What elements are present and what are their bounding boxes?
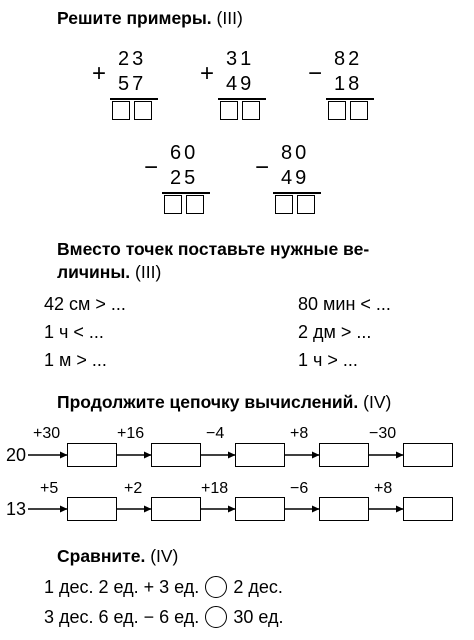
chain-1-op-1: +30 [33, 425, 61, 442]
answer-box-tens[interactable] [164, 195, 182, 214]
answer-box-tens[interactable] [275, 195, 293, 214]
fill-left-2: 1 ч < ... [44, 322, 104, 342]
answer-box-tens[interactable] [328, 101, 346, 120]
section-3-level: (IV) [363, 392, 392, 412]
second-number: 49 [281, 167, 310, 189]
operator: + [92, 60, 107, 87]
second-number: 49 [226, 73, 255, 95]
chain-1-op-4: +8 [290, 425, 309, 442]
first-number: 82 [334, 48, 363, 70]
chain-2-start: 13 [6, 499, 27, 519]
chain-2-op-2: +2 [124, 480, 143, 497]
sum-line [218, 98, 266, 100]
answer-box-units[interactable] [297, 195, 315, 214]
chain-2-box-5[interactable] [403, 497, 453, 521]
chain-1-op-2: +16 [117, 425, 145, 442]
fill-left-1: 42 см > ... [44, 294, 126, 314]
answer-box-tens[interactable] [220, 101, 238, 120]
compare-row-2: 3 дес. 6 ед. − 6 ед. 30 ед. [44, 605, 283, 629]
section-3-title: Продолжите цепочку вычислений. [57, 392, 359, 412]
compare-1-right: 2 дес. [233, 577, 283, 597]
difference-line [273, 192, 321, 194]
compare-1-circle[interactable] [205, 576, 228, 598]
section-2-heading-line-2: личины. (III) [57, 261, 161, 283]
second-number: 18 [334, 73, 363, 95]
compare-2-right: 30 ед. [233, 607, 284, 627]
chain-2-box-2[interactable] [151, 497, 201, 521]
chain-1-box-1[interactable] [67, 443, 117, 467]
section-4-heading: Сравните. (IV) [57, 545, 178, 567]
answer-box-units[interactable] [134, 101, 152, 120]
chain-1-box-5[interactable] [403, 443, 453, 467]
compare-row-1: 1 дес. 2 ед. + 3 ед. 2 дес. [44, 575, 283, 599]
chain-1-box-2[interactable] [151, 443, 201, 467]
chain-1-op-5: −30 [369, 425, 397, 442]
chain-2-box-1[interactable] [67, 497, 117, 521]
compare-2-circle[interactable] [205, 606, 228, 628]
chain-2-box-3[interactable] [235, 497, 285, 521]
fill-left-3: 1 м > ... [44, 350, 107, 370]
first-number: 60 [170, 142, 199, 164]
first-number: 31 [226, 48, 255, 70]
answer-box-units[interactable] [242, 101, 260, 120]
section-4-level: (IV) [150, 546, 179, 566]
difference-line [326, 98, 374, 100]
chain-2-op-5: +8 [374, 480, 393, 497]
chain-2-op-3: +18 [201, 480, 229, 497]
operator: − [255, 154, 270, 181]
section-3-heading: Продолжите цепочку вычислений. (IV) [57, 391, 391, 413]
operator: + [200, 60, 215, 87]
second-number: 25 [170, 167, 199, 189]
sum-line [110, 98, 158, 100]
section-2-title-line-2: личины. [57, 262, 131, 282]
chain-1-start: 20 [6, 445, 27, 465]
answer-box-units[interactable] [350, 101, 368, 120]
section-1-heading: Решите примеры. (III) [57, 7, 243, 29]
section-2-title-line-1: Вместо точек поставьте нужные ве- [57, 239, 370, 259]
fill-right-1: 80 мин < ... [298, 294, 391, 314]
section-1-title: Решите примеры. [57, 8, 212, 28]
fill-right-2: 2 дм > ... [298, 322, 372, 342]
first-number: 23 [118, 48, 147, 70]
chain-2-op-4: −6 [290, 480, 309, 497]
chain-1-box-4[interactable] [319, 443, 369, 467]
operator: − [308, 60, 323, 87]
chain-1-box-3[interactable] [235, 443, 285, 467]
column-problem-5: − 80 49 [253, 142, 333, 218]
compare-2-left: 3 дес. 6 ед. − 6 ед. [44, 607, 200, 627]
chain-2-op-1: +5 [40, 480, 59, 497]
chain-1-op-3: −4 [206, 425, 225, 442]
column-problem-3: − 82 18 [306, 48, 386, 124]
operator: − [144, 154, 159, 181]
chain-2-box-4[interactable] [319, 497, 369, 521]
difference-line [162, 192, 210, 194]
section-4-title: Сравните. [57, 546, 146, 566]
column-problem-2: + 31 49 [198, 48, 278, 124]
second-number: 57 [118, 73, 147, 95]
answer-box-tens[interactable] [112, 101, 130, 120]
compare-1-left: 1 дес. 2 ед. + 3 ед. [44, 577, 200, 597]
section-1-level: (III) [216, 8, 243, 28]
first-number: 80 [281, 142, 310, 164]
column-problem-4: − 60 25 [142, 142, 222, 218]
column-problem-1: + 23 57 [90, 48, 170, 124]
fill-right-3: 1 ч > ... [298, 350, 358, 370]
section-2-level: (III) [135, 262, 162, 282]
answer-box-units[interactable] [186, 195, 204, 214]
